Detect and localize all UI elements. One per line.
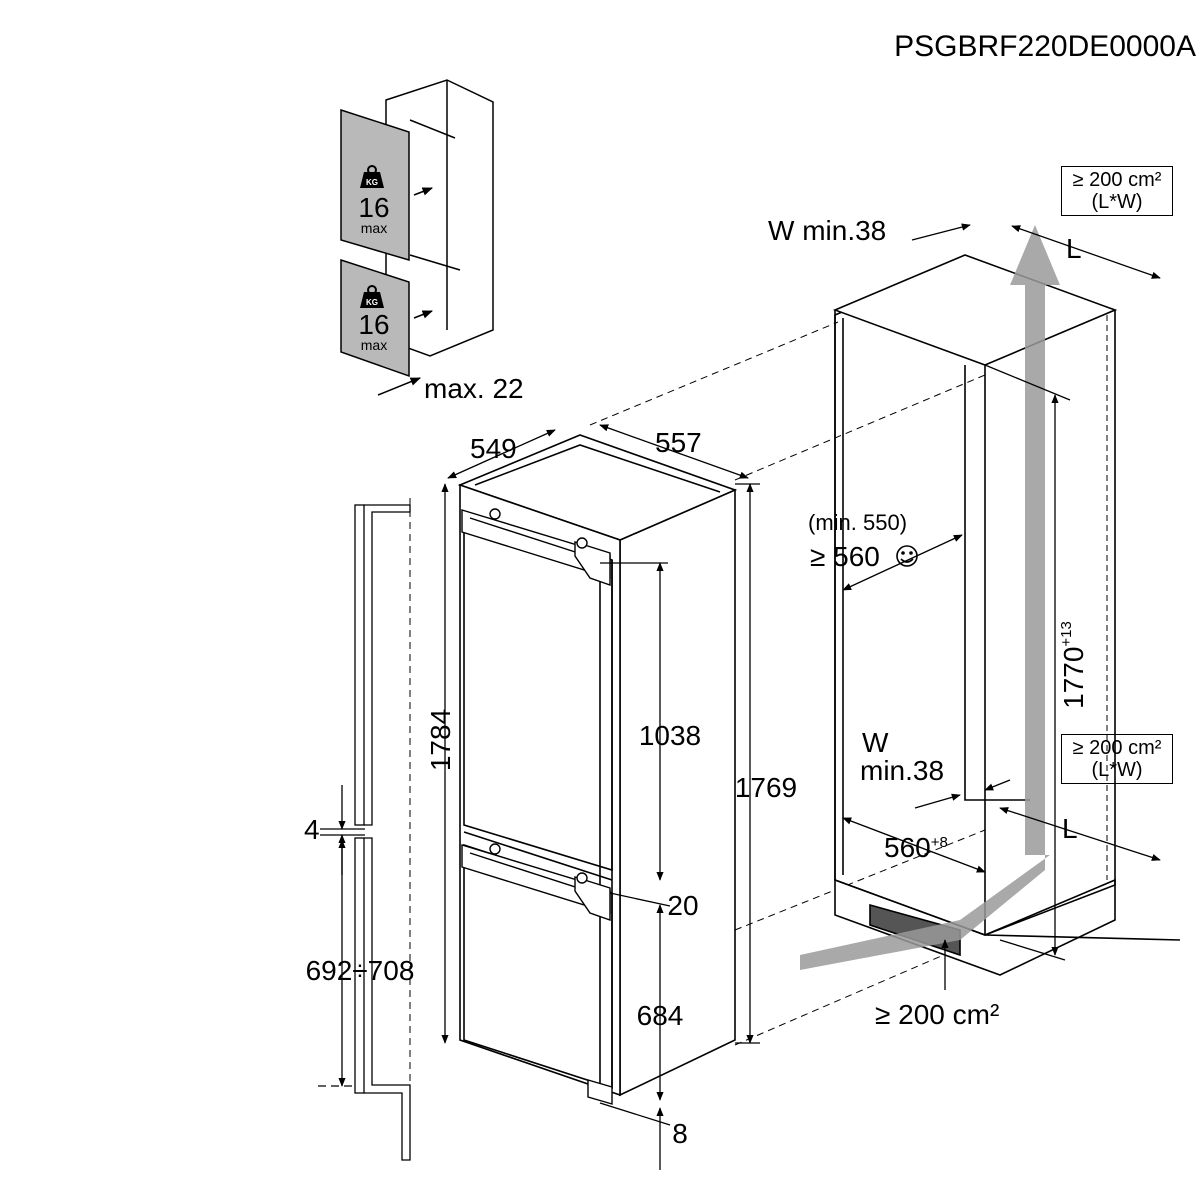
niche-height-value: 1770 (1058, 647, 1089, 709)
niche-depth-recommended: ≥ 560 (810, 541, 880, 572)
niche-width-tolerance: +8 (931, 834, 948, 851)
lower-door-panel (340, 258, 410, 378)
mid-vent-formula: (L*W) (1091, 759, 1143, 781)
lower-panel-height: 692÷708 (306, 955, 415, 986)
appliance-total-height: 1784 (425, 709, 456, 771)
mid-vent-w-label: W (862, 727, 889, 758)
door-panel-gap: 4 (304, 814, 320, 845)
section-gap: 20 (667, 890, 698, 921)
appliance-body-height: 1769 (735, 772, 797, 803)
door-panel-dims (318, 785, 365, 1087)
top-vent-formula: (L*W) (1091, 191, 1143, 213)
appliance (457, 434, 738, 1097)
mid-vent-length: L (1062, 813, 1078, 844)
airflow-arrow (800, 225, 1060, 970)
top-vent-width-min: W min.38 (768, 215, 886, 246)
niche-height-tolerance: +13 (1058, 621, 1075, 646)
bottom-vent-area: ≥ 200 cm² (875, 999, 999, 1030)
lower-door-weight: 16 (358, 309, 389, 340)
appliance-depth: 549 (470, 433, 517, 464)
weight-icon-upper: KG (360, 165, 384, 188)
model-code: PSGBRF220DE0000A (894, 30, 1196, 63)
foot-height: 8 (672, 1118, 688, 1149)
mid-vent-w-min: min.38 (860, 755, 944, 786)
niche-width-value: 560 (884, 832, 931, 863)
door-max-thickness: max. 22 (424, 373, 524, 404)
weight-icon-lower: KG (360, 285, 384, 308)
upper-door-weight-unit: max (361, 220, 387, 236)
niche-depth-min: (min. 550) (808, 510, 907, 535)
top-vent-length: L (1066, 233, 1082, 264)
mid-vent-box: ≥ 200 cm² (L*W) (1061, 734, 1173, 784)
mid-vent-area: ≥ 200 cm² (1072, 737, 1162, 759)
lower-door-weight-unit: max (361, 337, 387, 353)
door-panel-profile (354, 504, 411, 1161)
niche-width: 560+8 (884, 832, 948, 863)
appliance-width: 557 (655, 427, 702, 458)
smiley-icon (896, 545, 918, 567)
niche (832, 254, 1181, 976)
weight-icon-label: KG (366, 298, 378, 307)
lower-section-height: 684 (637, 1000, 684, 1031)
appliance-dims (441, 424, 760, 1170)
upper-door-weight: 16 (358, 192, 389, 223)
niche-dims (842, 223, 1161, 990)
niche-height: 1770+13 (1058, 621, 1089, 709)
top-vent-area: ≥ 200 cm² (1072, 169, 1162, 191)
hinge-hardware (461, 508, 613, 1105)
upper-section-height: 1038 (639, 720, 701, 751)
weight-icon-label: KG (366, 178, 378, 187)
top-vent-box: ≥ 200 cm² (L*W) (1061, 166, 1173, 216)
